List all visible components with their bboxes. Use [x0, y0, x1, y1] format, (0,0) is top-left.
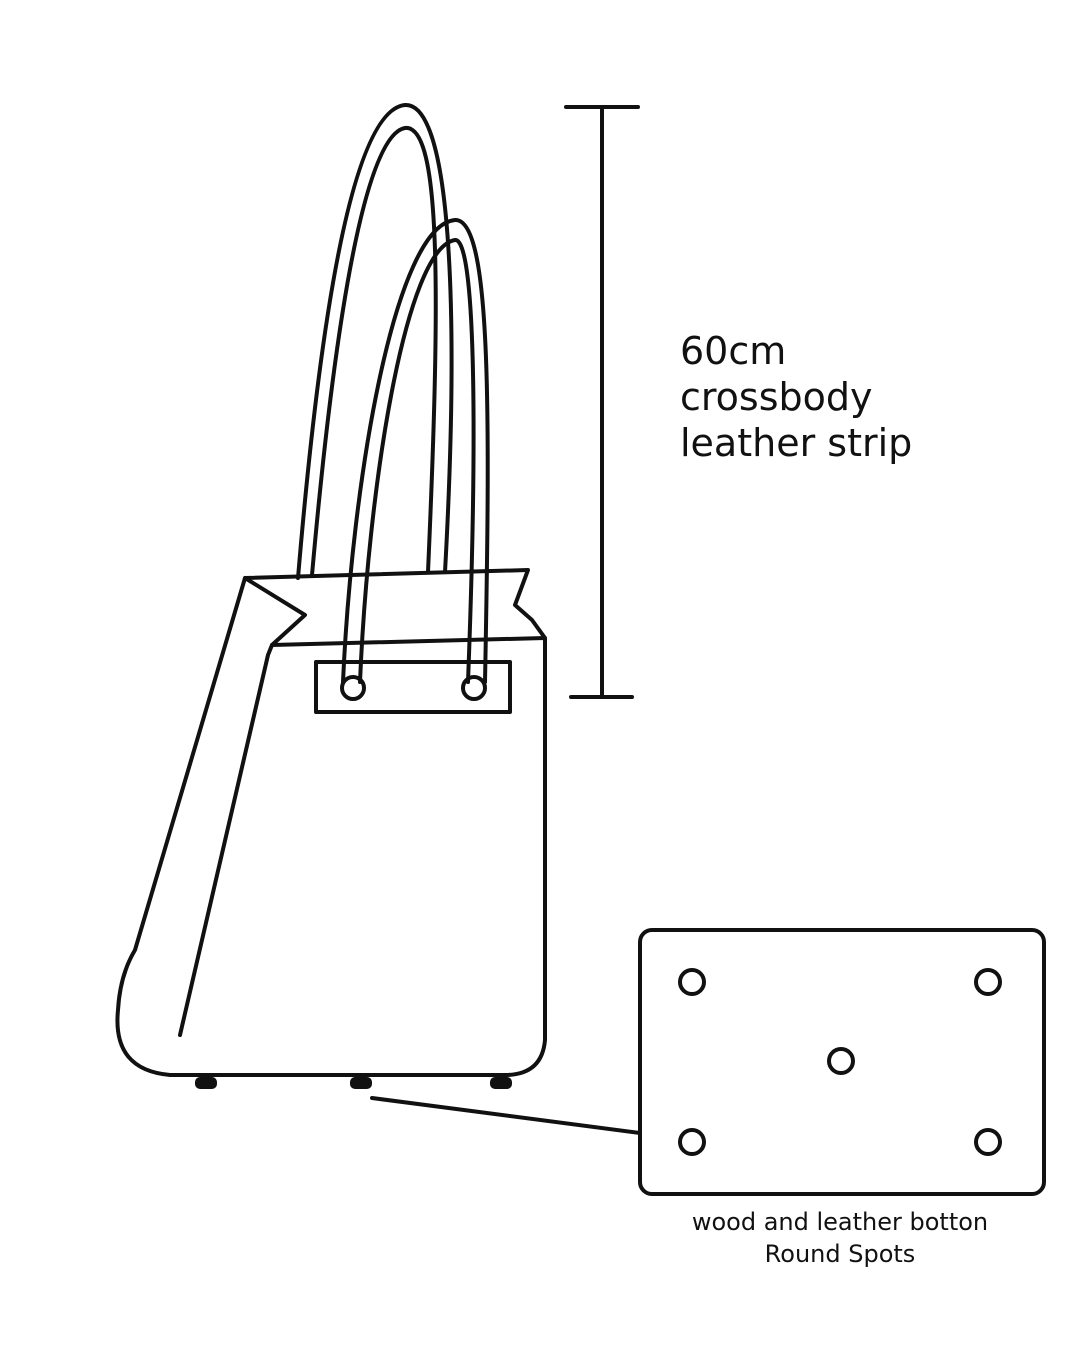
strap-measure-text: 60cm: [680, 329, 787, 373]
spot-center: [827, 1047, 855, 1075]
strap-plate: [314, 660, 512, 714]
leader-line: [370, 1096, 642, 1135]
bag-body: [115, 568, 547, 1077]
front-strap: [341, 217, 490, 684]
back-strap: [296, 102, 454, 580]
bottom-detail-panel: [638, 928, 1046, 1196]
spot-bottom-left: [678, 1128, 706, 1156]
spot-bottom-right: [974, 1128, 1002, 1156]
strap-type-text: crossbody: [680, 375, 873, 419]
strap-material-text: leather strip: [680, 421, 913, 465]
foot-center: [350, 1077, 372, 1089]
bag-feet: [195, 1077, 512, 1089]
eyelet-left: [340, 675, 366, 701]
foot-left: [195, 1077, 217, 1089]
spot-top-left: [678, 968, 706, 996]
bottom-material-text: wood and leather botton: [691, 1208, 989, 1236]
eyelet-right: [461, 675, 487, 701]
spot-top-right: [974, 968, 1002, 996]
bottom-detail-caption: wood and leather botton Round Spots: [640, 1206, 1040, 1270]
measure-line: [564, 105, 640, 699]
foot-right: [490, 1077, 512, 1089]
bottom-spots-text: Round Spots: [764, 1240, 916, 1268]
strap-length-label: 60cm crossbody leather strip: [680, 328, 912, 466]
round-spots: [678, 968, 1002, 1156]
